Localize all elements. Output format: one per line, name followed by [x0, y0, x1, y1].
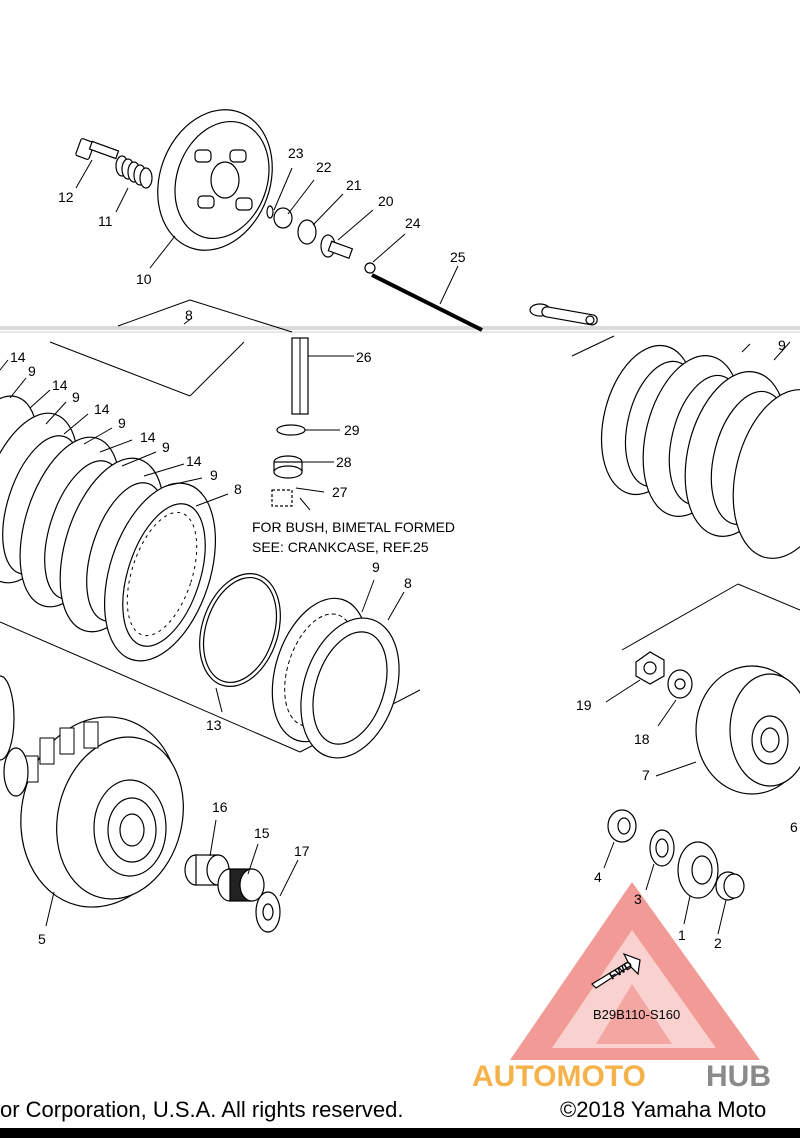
callout-18-label: 18 [634, 731, 650, 747]
gear-group [603, 809, 745, 935]
push-rod-group [266, 167, 483, 332]
callout-14d: 14 [140, 429, 156, 445]
callout-9b: 9 [72, 389, 80, 405]
bearing-part [297, 219, 317, 245]
callout-12: 12 [58, 189, 74, 205]
washer-17-part [255, 891, 281, 933]
callout-14c: 14 [94, 401, 110, 417]
needle-bearing-15-part [217, 868, 265, 902]
collar-2-part [715, 871, 745, 901]
watermark-text-part1: AUTOMOTO [472, 1060, 646, 1093]
shaft-group [271, 337, 354, 511]
edge-ring-part [0, 675, 15, 761]
callout-23: 23 [288, 145, 304, 161]
push-rod-short-part [320, 234, 354, 259]
clutch-pack-right [571, 335, 800, 559]
callout-14e: 14 [186, 453, 202, 469]
left-plate-leaders [0, 359, 229, 507]
bearing-28-part [273, 455, 303, 479]
middle-plates [199, 573, 405, 759]
callout-labels: 12 11 10 23 22 21 20 24 25 8 9 26 29 28 … [10, 145, 798, 951]
callout-9f: 9 [372, 559, 380, 575]
callout-10: 10 [136, 271, 152, 287]
diagram-code: B29B110-S160 [593, 1007, 680, 1022]
clutch-boss-7-part [695, 665, 800, 795]
release-lever-part [529, 303, 598, 326]
callout-21: 21 [346, 177, 362, 193]
callout-13: 13 [206, 717, 222, 733]
callout-22: 22 [316, 159, 332, 175]
callout-8c: 8 [404, 575, 412, 591]
lock-washer-18-part [667, 669, 693, 699]
clutch-pack-left [0, 395, 421, 753]
footer-left-text: or Corporation, U.S.A. All rights reserv… [0, 1097, 404, 1122]
note-line-2: SEE: CRANKCASE, REF.25 [252, 539, 429, 555]
nut-part [3, 747, 29, 797]
scan-fold-line [0, 326, 800, 333]
callout-3: 3 [634, 891, 642, 907]
callout-25: 25 [450, 249, 466, 265]
clutch-housing-group [0, 675, 184, 927]
callout-16: 16 [212, 799, 228, 815]
watermark-text-part2: HUB [706, 1060, 771, 1093]
bearing-bush-group [184, 819, 299, 933]
callout-7: 7 [642, 767, 650, 783]
washer-part [273, 207, 293, 229]
callout-15: 15 [254, 825, 270, 841]
bolt-part [75, 138, 120, 160]
spring-part [115, 155, 153, 189]
callout-20: 20 [378, 193, 394, 209]
pressure-plate-part [157, 109, 273, 251]
callout-9g: 9 [778, 337, 786, 353]
callout-26: 26 [356, 349, 372, 365]
bottom-bar [0, 1128, 800, 1138]
callout-9d: 9 [162, 439, 170, 455]
callout-28: 28 [336, 454, 352, 470]
note-line-1: FOR BUSH, BIMETAL FORMED [252, 519, 455, 535]
ball-part [364, 262, 376, 274]
callout-19: 19 [576, 697, 592, 713]
callout-27: 27 [332, 484, 348, 500]
circlip-part [266, 205, 274, 219]
callout-14a: 14 [10, 349, 26, 365]
hub-group [605, 583, 800, 795]
upper-left-boundary [49, 299, 293, 397]
footer-right-text: ©2018 Yamaha Moto [560, 1097, 766, 1122]
callout-14b: 14 [52, 377, 68, 393]
callout-24: 24 [405, 215, 421, 231]
callout-11: 11 [98, 213, 113, 229]
callout-8-top: 8 [185, 307, 193, 323]
callout-9c: 9 [118, 415, 126, 431]
callout-5: 5 [38, 931, 46, 947]
callout-17: 17 [294, 843, 310, 859]
circlip-29-part [276, 424, 306, 436]
washer-3-part [649, 829, 675, 867]
callout-6: 6 [790, 819, 798, 835]
collar-4-part [607, 809, 637, 843]
push-rod-long-part [371, 273, 483, 332]
callout-9a: 9 [28, 363, 36, 379]
callout-4: 4 [594, 869, 602, 885]
callout-9e: 9 [210, 467, 218, 483]
gear-1-part [677, 841, 719, 899]
callout-1: 1 [678, 927, 686, 943]
pressure-plate-group [75, 109, 273, 269]
callout-29: 29 [344, 422, 360, 438]
callout-2: 2 [714, 935, 722, 951]
callout-8b: 8 [234, 481, 242, 497]
bush-27-part [271, 489, 293, 507]
